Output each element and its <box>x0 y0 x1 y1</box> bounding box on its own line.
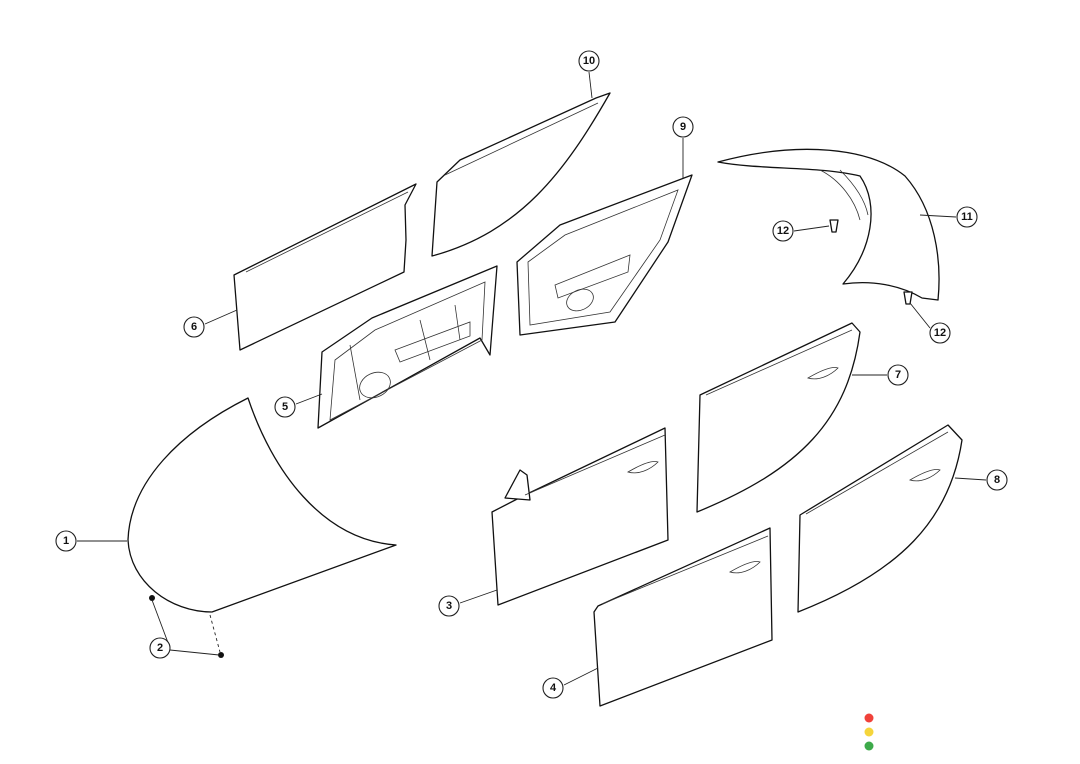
callout-3: 3 <box>438 595 460 617</box>
callout-2: 2 <box>149 637 171 659</box>
callout-4: 4 <box>542 677 564 699</box>
svg-text:5: 5 <box>282 401 288 413</box>
callout-8: 8 <box>986 469 1008 491</box>
rear-door-outer-panel-lower-part <box>797 424 963 613</box>
callout-6: 6 <box>183 316 205 338</box>
callout-9: 9 <box>672 116 694 138</box>
svg-text:1: 1 <box>63 535 69 547</box>
svg-text:8: 8 <box>994 474 1000 486</box>
svg-text:7: 7 <box>895 369 901 381</box>
fender-clips <box>829 219 913 305</box>
svg-text:2: 2 <box>157 642 163 654</box>
svg-text:4: 4 <box>550 682 557 694</box>
callout-5: 5 <box>274 396 296 418</box>
callout-12-lower: 12 <box>929 322 951 344</box>
callout-10: 10 <box>578 50 600 72</box>
yellow-indicator-dot <box>864 727 874 737</box>
rear-door-inner-frame-part <box>516 174 693 336</box>
hood-bumper-stops <box>149 595 224 658</box>
callout-7: 7 <box>887 364 909 386</box>
svg-text:9: 9 <box>680 121 686 133</box>
front-door-inner-frame-part <box>317 265 498 429</box>
red-indicator-dot <box>864 713 874 723</box>
svg-text:12: 12 <box>777 225 789 237</box>
hood-part <box>127 397 397 613</box>
green-indicator-dot <box>864 741 874 751</box>
svg-text:3: 3 <box>446 600 452 612</box>
status-indicator-dots <box>864 713 874 751</box>
svg-text:12: 12 <box>934 327 946 339</box>
rear-door-outer-panel-upper-part <box>696 322 861 513</box>
callout-1: 1 <box>55 530 77 552</box>
svg-text:6: 6 <box>191 321 197 333</box>
leader-lines <box>77 71 987 686</box>
callout-11: 11 <box>956 206 978 228</box>
svg-text:11: 11 <box>961 211 973 223</box>
front-door-outer-panel-upper-part <box>491 427 669 606</box>
front-fender-part <box>717 148 940 301</box>
rear-door-glass-part <box>431 92 611 257</box>
front-door-glass-part <box>233 183 417 351</box>
svg-text:10: 10 <box>583 55 595 67</box>
callout-12-upper: 12 <box>772 220 794 242</box>
front-door-outer-panel-lower-part <box>593 527 773 707</box>
